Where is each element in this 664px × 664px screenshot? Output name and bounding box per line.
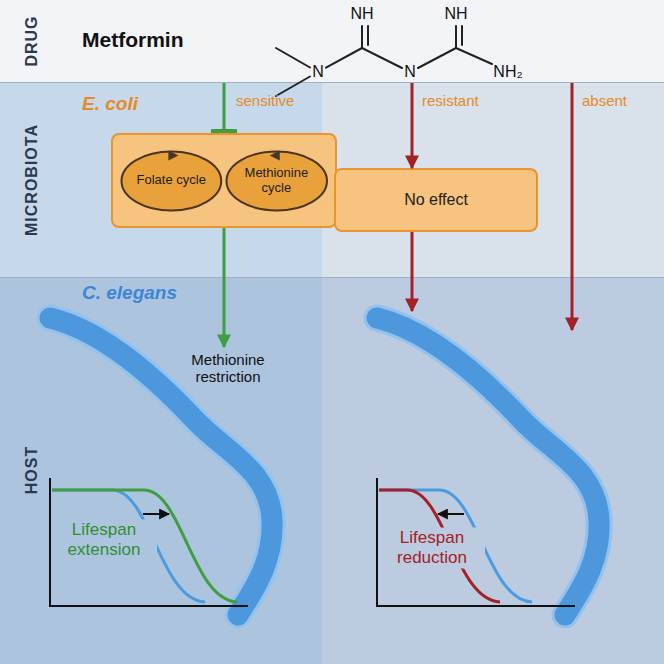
connector-arrow bbox=[411, 83, 414, 168]
double-bond bbox=[455, 26, 457, 48]
plot-label: Lifespan reduction bbox=[379, 527, 485, 568]
microbiota-band: MICROBIOTA E. coliFolate cycle Methionine … bbox=[0, 83, 664, 278]
cycle-ellipse: Folate cycle bbox=[120, 150, 223, 212]
plot-label: Lifespan extension bbox=[51, 519, 157, 560]
drug-name: Metformin bbox=[82, 28, 184, 52]
connector-arrow bbox=[223, 228, 226, 347]
band-title: HOST bbox=[23, 446, 41, 494]
atom-label: N bbox=[312, 63, 324, 81]
atom-label: NH bbox=[350, 5, 373, 23]
connector-arrow bbox=[223, 83, 226, 131]
cycle-arrowhead bbox=[269, 150, 279, 160]
cycle-arrowhead bbox=[168, 150, 178, 160]
cycle-ring bbox=[226, 151, 327, 210]
band-title: DRUG bbox=[23, 15, 41, 66]
organism-name: E. coli bbox=[82, 93, 138, 115]
atom-label: NH₂ bbox=[493, 63, 522, 81]
box-label: No effect bbox=[404, 191, 468, 209]
organism-name: C. elegans bbox=[82, 282, 177, 304]
edge-label: absent bbox=[582, 92, 627, 109]
cycle-ellipse: Methionine cycle bbox=[225, 150, 329, 212]
no-effect-box: No effect bbox=[334, 168, 538, 232]
effect-note: Methionine restriction bbox=[163, 351, 293, 386]
edge-label: resistant bbox=[422, 92, 479, 109]
double-bond bbox=[461, 26, 463, 45]
double-bond bbox=[367, 26, 369, 45]
edge-label: sensitive bbox=[236, 92, 294, 109]
cycle-name: Folate cycle bbox=[137, 173, 206, 188]
cycle-ring bbox=[121, 151, 221, 210]
atom-label: N bbox=[404, 63, 416, 81]
pathway-box: Folate cycle Methionine cycle bbox=[111, 133, 337, 228]
band-title: MICROBIOTA bbox=[23, 124, 41, 236]
drug-band: DRUG Metformin bbox=[0, 0, 664, 83]
double-bond bbox=[361, 26, 363, 48]
cycle-name: Methionine cycle bbox=[241, 166, 311, 196]
connector-arrow bbox=[571, 83, 574, 330]
shift-arrow bbox=[143, 513, 169, 515]
connector-arrow bbox=[411, 232, 414, 311]
shift-arrow bbox=[438, 513, 464, 515]
atom-label: NH bbox=[444, 5, 467, 23]
